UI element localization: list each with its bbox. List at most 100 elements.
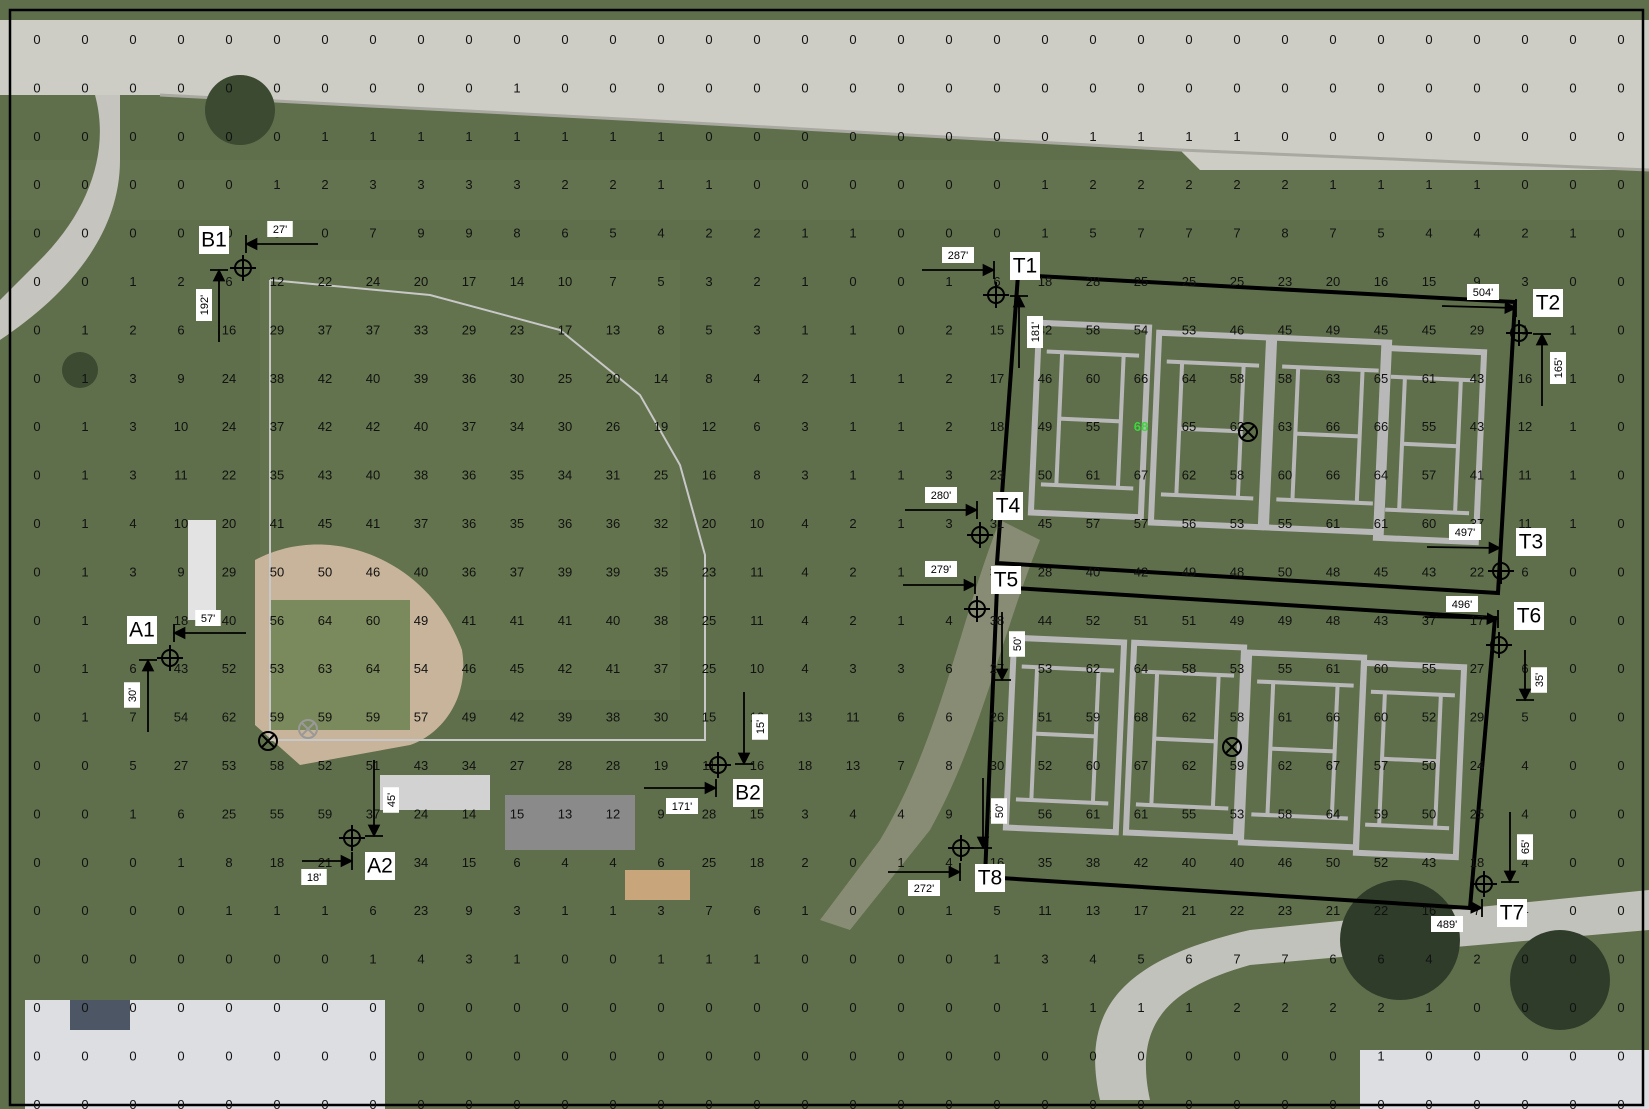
grid-value: 16 bbox=[1374, 274, 1388, 289]
grid-value: 0 bbox=[561, 1000, 568, 1015]
grid-value: 25 bbox=[1182, 274, 1196, 289]
grid-value: 51 bbox=[366, 758, 380, 773]
grid-value: 0 bbox=[81, 129, 88, 144]
grid-value: 35 bbox=[510, 516, 524, 531]
grid-value: 0 bbox=[753, 129, 760, 144]
grid-value: 5 bbox=[1089, 226, 1096, 241]
grid-value: 9 bbox=[465, 903, 472, 918]
grid-value: 0 bbox=[657, 80, 664, 95]
grid-value: 7 bbox=[129, 710, 136, 725]
grid-value: 0 bbox=[1041, 32, 1048, 47]
grid-value: 28 bbox=[1086, 274, 1100, 289]
grid-value: 0 bbox=[849, 903, 856, 918]
grid-value: 1 bbox=[1569, 371, 1576, 386]
grid-value: 3 bbox=[705, 274, 712, 289]
grid-value: 6 bbox=[897, 710, 904, 725]
grid-value: 42 bbox=[366, 419, 380, 434]
grid-value: 0 bbox=[369, 80, 376, 95]
grid-value: 0 bbox=[1041, 80, 1048, 95]
grid-value: 11 bbox=[1038, 903, 1052, 918]
grid-value: 36 bbox=[558, 516, 572, 531]
grid-value: 0 bbox=[705, 129, 712, 144]
grid-value: 58 bbox=[270, 758, 284, 773]
grid-value: 0 bbox=[1569, 129, 1576, 144]
foul-line bbox=[269, 279, 706, 741]
grid-value: 0 bbox=[1425, 32, 1432, 47]
grid-value: 24 bbox=[366, 274, 380, 289]
grid-value: 66 bbox=[1326, 419, 1340, 434]
grid-value: 2 bbox=[1233, 177, 1240, 192]
grid-value: 7 bbox=[609, 274, 616, 289]
grid-value: 59 bbox=[318, 806, 332, 821]
grid-value: 1 bbox=[1185, 129, 1192, 144]
dimension-a1-h: 57' bbox=[172, 610, 246, 642]
grid-value: 62 bbox=[1182, 710, 1196, 725]
grid-value: 0 bbox=[1617, 855, 1624, 870]
grid-value: 2 bbox=[609, 177, 616, 192]
grid-value: 68 bbox=[1134, 710, 1148, 725]
dimension-label: 171' bbox=[672, 801, 692, 813]
grid-value: 0 bbox=[177, 1097, 184, 1109]
grid-value: 0 bbox=[33, 129, 40, 144]
grid-value: 0 bbox=[1281, 129, 1288, 144]
grid-value: 23 bbox=[990, 468, 1004, 483]
grid-value: 32 bbox=[654, 516, 668, 531]
dimension-label: 50' bbox=[1012, 637, 1024, 651]
grid-value: 0 bbox=[1521, 1097, 1528, 1109]
grid-value: 19 bbox=[654, 758, 668, 773]
grid-value: 2 bbox=[1233, 1000, 1240, 1015]
grid-value: 67 bbox=[1326, 758, 1340, 773]
pole-label-box bbox=[365, 852, 395, 880]
grid-value: 1 bbox=[801, 274, 808, 289]
grid-value: 60 bbox=[1086, 758, 1100, 773]
grid-value: 58 bbox=[1278, 371, 1292, 386]
grid-value: 1 bbox=[177, 855, 184, 870]
grid-value: 37 bbox=[366, 322, 380, 337]
grid-value: 38 bbox=[654, 613, 668, 628]
grid-value: 7 bbox=[1185, 226, 1192, 241]
grid-value: 0 bbox=[1089, 1097, 1096, 1109]
grid-value: 5 bbox=[1521, 710, 1528, 725]
grid-value: 57 bbox=[1134, 516, 1148, 531]
grid-value: 0 bbox=[753, 1000, 760, 1015]
dimension-a2-h: 18' bbox=[301, 852, 354, 885]
pole-label-box bbox=[1516, 528, 1546, 556]
grid-value: 41 bbox=[558, 613, 572, 628]
grid-value: 0 bbox=[321, 80, 328, 95]
grid-value: 0 bbox=[33, 806, 40, 821]
grid-value: 29 bbox=[270, 322, 284, 337]
pole-label-box bbox=[127, 616, 157, 644]
grid-value: 0 bbox=[801, 32, 808, 47]
pole-label: B1 bbox=[201, 229, 227, 252]
grid-value: 43 bbox=[318, 468, 332, 483]
grid-value: 46 bbox=[366, 564, 380, 579]
grid-value: 1 bbox=[513, 129, 520, 144]
grid-value: 1 bbox=[753, 952, 760, 967]
grid-value: 40 bbox=[222, 613, 236, 628]
pole-t4: T4 bbox=[967, 492, 1023, 548]
pole-a2: A2 bbox=[339, 825, 395, 880]
grid-value: 1 bbox=[657, 952, 664, 967]
grid-value: 53 bbox=[1182, 322, 1196, 337]
grid-value: 3 bbox=[657, 903, 664, 918]
tennis-court bbox=[1147, 329, 1273, 531]
grid-value: 4 bbox=[1521, 855, 1528, 870]
grid-value: 60 bbox=[366, 613, 380, 628]
pole-label: T4 bbox=[996, 495, 1021, 518]
grid-value: 1 bbox=[1137, 1000, 1144, 1015]
grid-value: 0 bbox=[849, 129, 856, 144]
grid-value: 1 bbox=[81, 564, 88, 579]
grid-value: 57 bbox=[1374, 758, 1388, 773]
grid-value: 34 bbox=[462, 758, 476, 773]
grid-value: 64 bbox=[1326, 806, 1340, 821]
grid-value: 55 bbox=[1086, 419, 1100, 434]
grid-value: 0 bbox=[1137, 1048, 1144, 1063]
grid-value: 3 bbox=[753, 322, 760, 337]
grid-value: 2 bbox=[945, 419, 952, 434]
grid-value: 66 bbox=[1326, 710, 1340, 725]
pole-label-box bbox=[1533, 289, 1563, 317]
grid-value: 0 bbox=[417, 1000, 424, 1015]
dimension-t2-h: 504' bbox=[1441, 284, 1518, 317]
grid-value: 0 bbox=[1569, 758, 1576, 773]
grid-value: 57 bbox=[1086, 516, 1100, 531]
